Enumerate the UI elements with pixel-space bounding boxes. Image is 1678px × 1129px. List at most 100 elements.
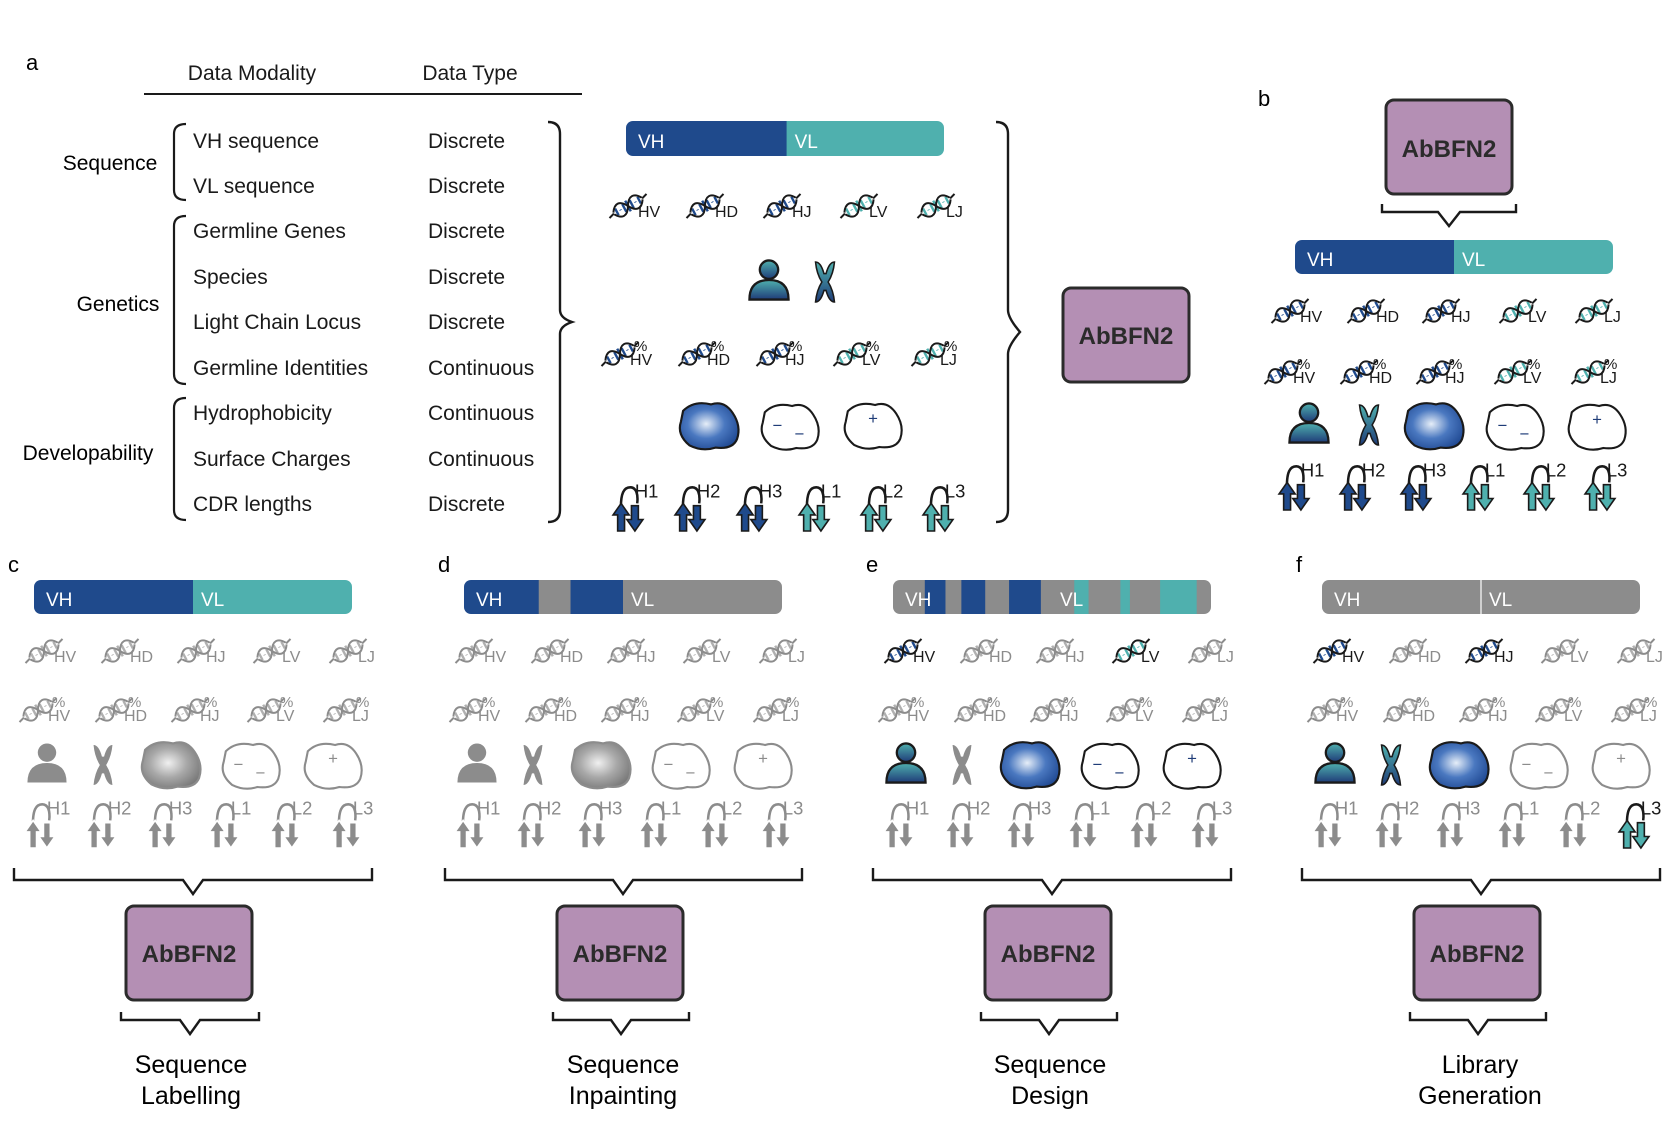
modality-hydrophobicity: Hydrophobicity <box>193 402 332 425</box>
identity-percent: % <box>1604 356 1617 373</box>
person-head <box>1326 743 1344 761</box>
panel-e-sequence-bar <box>893 580 1212 614</box>
bracket-developability <box>174 398 186 520</box>
cdr-up-arrow <box>1585 482 1601 510</box>
brace-b <box>1382 204 1516 226</box>
surface-outline <box>1082 744 1139 789</box>
positive-charge-icon: + <box>1593 744 1650 789</box>
minus-sign: − <box>686 764 696 783</box>
dna-tail <box>872 194 878 199</box>
cdr-up-arrow <box>86 820 102 848</box>
gene-label: HV <box>638 204 661 221</box>
panel-b-letter: b <box>1258 86 1270 111</box>
cdr-label: H3 <box>1423 460 1447 481</box>
chromosome-icon <box>524 745 543 785</box>
identity-percent: % <box>1215 694 1228 711</box>
brace-f-top <box>1302 868 1660 894</box>
dna-tail <box>1422 319 1428 324</box>
dna-tail <box>1573 639 1579 644</box>
cdr-label: L3 <box>783 798 803 819</box>
header-data-modality: Data Modality <box>188 62 317 85</box>
cdr-up-arrow <box>945 820 961 848</box>
gene-label: LJ <box>1217 649 1234 666</box>
plus-sign: + <box>758 749 768 768</box>
bar-segment <box>1197 580 1212 614</box>
dna-tail <box>791 639 797 644</box>
gene-label: LV <box>1570 649 1589 666</box>
gene-label: HJ <box>1451 309 1471 326</box>
cdr-down-arrow <box>1082 823 1098 848</box>
chromosome-icon <box>953 745 972 785</box>
type-species: Discrete <box>428 266 505 289</box>
minus-sign: − <box>772 416 782 435</box>
type-cdr-lengths: Discrete <box>428 493 505 516</box>
cdr-down-arrow <box>1633 823 1649 848</box>
panel-c-bar-vl-label: VL <box>201 590 224 611</box>
task-title-d-line2: Inpainting <box>569 1082 677 1110</box>
plus-sign: + <box>868 409 878 428</box>
positive-charge-icon: + <box>735 744 792 789</box>
surface-blob <box>1001 742 1060 788</box>
dna-tail <box>639 639 645 644</box>
identity-percent: % <box>1297 356 1310 373</box>
cdr-up-arrow <box>1340 482 1356 510</box>
cdr-label: H3 <box>1457 798 1481 819</box>
cdr-label: L2 <box>1151 798 1171 819</box>
identity-percent: % <box>987 694 1000 711</box>
model-label-c: AbBFN2 <box>142 941 237 968</box>
dna-tail <box>1345 639 1351 644</box>
dna-tail <box>177 659 183 664</box>
brace-f-bottom <box>1410 1012 1546 1034</box>
cdr-up-arrow <box>25 820 41 848</box>
identity-percent: % <box>356 694 369 711</box>
gene-label: HJ <box>636 649 656 666</box>
type-vh-sequence: Discrete <box>428 130 505 153</box>
person-body <box>886 763 925 783</box>
surface-outline <box>1487 405 1544 450</box>
cdr-up-arrow <box>675 503 691 531</box>
cdr-down-arrow <box>714 823 730 848</box>
dna-tail <box>449 718 455 723</box>
cdr-up-arrow <box>1435 820 1451 848</box>
cdr-up-arrow <box>884 820 900 848</box>
hydrophobicity-surface-icon <box>572 742 631 788</box>
cdr-down-arrow <box>1293 485 1309 510</box>
dna-tail <box>949 194 955 199</box>
cdr-label: H2 <box>967 798 991 819</box>
panel-b-sequence-bar <box>1295 240 1614 274</box>
dna-tail <box>1607 299 1613 304</box>
dna-tail <box>686 214 692 219</box>
cdr-up-arrow <box>1279 482 1295 510</box>
chromosome-icon <box>94 745 113 785</box>
surface-blob <box>1430 742 1489 788</box>
minus-sign: − <box>256 764 266 783</box>
identity-percent: % <box>1373 356 1386 373</box>
panel-d-letter: d <box>438 552 450 577</box>
plus-sign: + <box>1592 410 1602 429</box>
gene-label: LJ <box>788 649 805 666</box>
brace-d-bottom <box>553 1012 689 1034</box>
identity-percent: % <box>711 338 724 355</box>
plus-sign: + <box>1187 749 1197 768</box>
chromosome-icon <box>816 262 835 302</box>
identity-percent: % <box>1527 356 1540 373</box>
panel-c-sequence-bar-segments <box>34 580 353 614</box>
negative-charge-icon: −− <box>653 744 710 789</box>
cdr-down-arrow <box>959 823 975 848</box>
cdr-down-arrow <box>875 506 891 531</box>
dna-tail <box>911 362 917 367</box>
bracket-genetics <box>174 216 186 384</box>
chromosome-shape <box>1382 745 1401 785</box>
dna-tail <box>1036 659 1042 664</box>
dna-tail <box>1611 718 1617 723</box>
person-head <box>468 743 486 761</box>
panel-a: a Data Modality Data Type Sequence Genet… <box>23 50 1189 522</box>
identity-percent: % <box>634 338 647 355</box>
cdr-up-arrow <box>270 820 286 848</box>
dna-tail <box>795 194 801 199</box>
cdr-label: L3 <box>1641 798 1661 819</box>
identity-percent: % <box>944 338 957 355</box>
dna-tail <box>1494 380 1500 385</box>
type-germline-genes: Discrete <box>428 220 505 243</box>
minus-sign: − <box>1521 755 1531 774</box>
